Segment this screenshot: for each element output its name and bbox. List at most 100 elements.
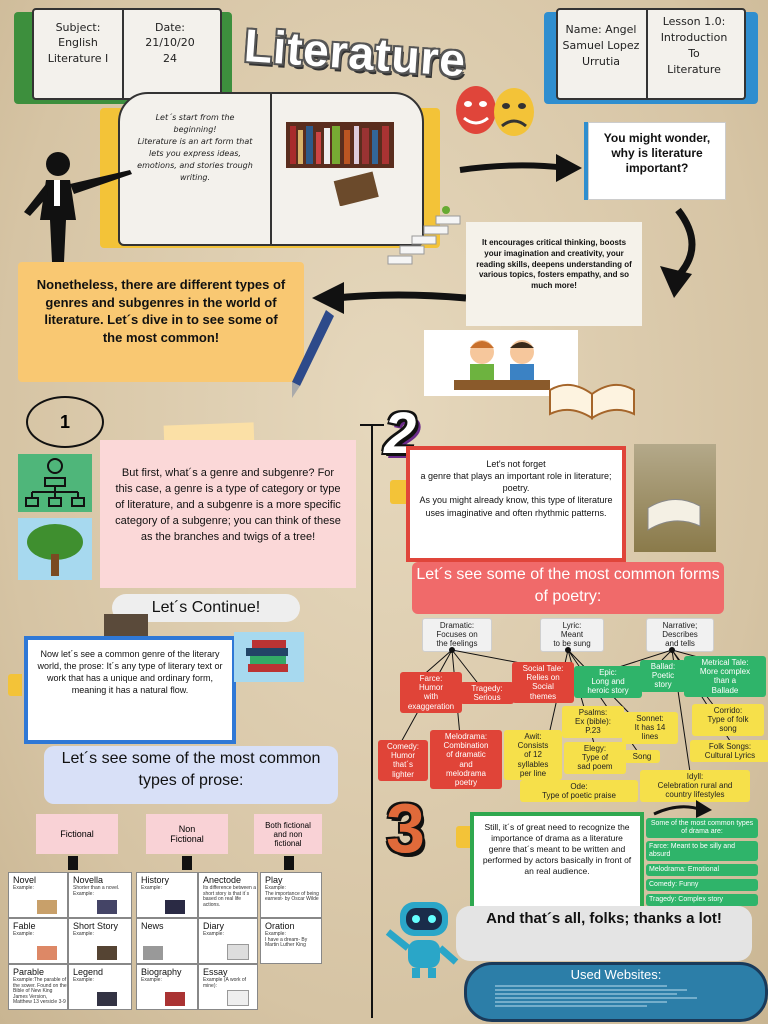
poetry-tag-elegy: Elegy: Type of sad poem	[564, 742, 626, 774]
teacher-silhouette-icon	[24, 152, 132, 262]
prose-tab	[8, 674, 22, 696]
books-stack-icon-box	[234, 632, 304, 682]
poetry-tag-awit: Awit: Consists of 12 syllables per line	[504, 730, 562, 780]
lesson-text: Lesson 1.0: Introduction To Literature	[660, 15, 728, 76]
date-text: Date: 21/10/20 24	[145, 21, 195, 65]
hierarchy-icon-box	[18, 454, 92, 512]
tag-label: Tragedy: Serious	[471, 684, 503, 703]
tag-label: Comedy: Humor that´s lighter	[386, 742, 419, 779]
cell-image	[37, 900, 57, 914]
poetry-root-lyric: Lyric: Meant to be sung	[540, 618, 604, 652]
category-fictional: Fictional	[36, 814, 118, 854]
poetry-tag-tragedy: Tragedy: Serious	[460, 682, 514, 705]
tree-icon	[27, 524, 83, 576]
cell-sub: Example (A work of mine):	[203, 977, 247, 989]
cell-sub: Its difference between a short story is …	[203, 885, 256, 908]
divider-top-cap	[360, 424, 384, 426]
bookshelf-image	[286, 122, 394, 206]
prose-heading: Let´s see some of the most common types …	[44, 746, 338, 804]
answer-box: It encourages critical thinking, boosts …	[466, 222, 642, 326]
tag-label: Sonnet: It has 14 lines	[634, 714, 666, 742]
clip-icon	[68, 856, 78, 870]
poetry-tag-epic: Epic: Long and heroic story	[574, 666, 642, 698]
poetry-tag-psalms: Psalms: Ex (bible): P.23	[562, 706, 624, 738]
tag-label: Epic: Long and heroic story	[587, 668, 629, 696]
poetry-tag-ballad: Ballad: Poetic story	[640, 660, 686, 692]
root-label: Narrative; Describes and tells	[662, 621, 698, 649]
subject-text: Subject: English Literature I	[47, 21, 109, 65]
poetry-box: Let's not forget a genre that plays an i…	[406, 446, 626, 562]
theatre-masks-icon	[456, 86, 534, 136]
field-book-image	[634, 444, 716, 552]
poetry-tag-metrical-tale: Metrical Tale: More complex than a Balla…	[684, 656, 766, 697]
genre-definition-box: But first, what´s a genre and subgenre? …	[100, 440, 356, 588]
tag-label: Farce: Humor with exaggeration	[407, 674, 455, 711]
drama-list-header: Some of the most common types of drama a…	[646, 818, 758, 839]
left-book-page-right	[122, 8, 222, 100]
cell-title: Novel	[13, 875, 37, 885]
cell-title: Legend	[73, 967, 104, 977]
tag-label: Awit: Consists of 12 syllables per line	[517, 732, 549, 778]
closing-message: And that´s all, folks; thanks a lot!	[456, 906, 752, 961]
arrow-right-icon	[459, 154, 582, 182]
tag-label: Folk Songs: Cultural Lyrics	[704, 742, 756, 761]
name-text: Name: Angel Samuel Lopez Urrutia	[562, 23, 640, 68]
websites-list	[495, 985, 697, 1007]
cell-title: Fable	[13, 921, 36, 931]
cell-title: Play	[265, 875, 283, 885]
robot-mascot-icon	[385, 902, 459, 978]
cell-title: Short Story	[73, 921, 119, 931]
drama-tab	[456, 826, 470, 848]
cell-sub: Example:	[141, 977, 162, 983]
tag-label: Psalms: Ex (bible): P.23	[574, 708, 611, 736]
cell-sub: Example:	[203, 931, 224, 937]
cell-image	[37, 946, 57, 960]
cell-title: Parable	[13, 967, 45, 977]
tag-label: Ballad: Poetic story	[650, 662, 676, 690]
drama-list-tragedy: Tragedy: Complex story	[646, 894, 758, 907]
section-divider	[371, 424, 373, 1018]
cell-sub: Example:The parable of the sower. Found …	[13, 977, 67, 1005]
poetry-text: Let's not forget a genre that plays an i…	[419, 459, 613, 518]
cell-image	[227, 990, 249, 1006]
drama-types-list: Some of the most common types of drama a…	[646, 818, 758, 907]
tag-label: Melodrama: Combination of dramatic and m…	[443, 732, 489, 787]
root-label: Dramatic: Focuses on the feelings	[436, 621, 478, 649]
poetry-tag-song: Song	[624, 750, 660, 764]
tag-label: Song	[632, 752, 652, 761]
poetry-tag-farce: Farce: Humor with exaggeration	[400, 672, 462, 713]
poetry-tag-sonnet: Sonnet: It has 14 lines	[622, 712, 678, 744]
hierarchy-icon	[25, 458, 85, 507]
tag-label: Elegy: Type of sad poem	[577, 744, 613, 772]
tag-label: Metrical Tale: More complex than a Balla…	[699, 658, 751, 695]
cell-title: Oration	[265, 921, 295, 931]
poetry-tag-social-tale: Social Tale: Relies on Social themes	[512, 662, 574, 703]
open-book-icon	[549, 383, 635, 420]
poetry-heading: Let´s see some of the most common forms …	[412, 562, 724, 614]
tree-icon-box	[18, 518, 92, 580]
cell-image	[97, 900, 117, 914]
arrow-small-right-icon	[653, 800, 712, 818]
cell-sub: Example:	[73, 931, 94, 937]
section-1-number: 1	[26, 396, 104, 448]
poetry-root-narrative: Narrative; Describes and tells	[646, 618, 714, 652]
main-book-page-right	[270, 92, 424, 246]
right-book-page-left	[556, 8, 648, 100]
poetry-tab	[390, 480, 406, 504]
genres-note: Nonetheless, there are different types o…	[18, 262, 304, 382]
cell-image	[165, 992, 185, 1006]
poetry-tag-ode: Ode: Type of poetic praise	[520, 780, 638, 803]
question-text: You might wonder, why is literature impo…	[603, 131, 711, 175]
arrow-left-icon	[312, 282, 467, 314]
cell-title: Anectode	[203, 875, 242, 885]
cell-image	[165, 900, 185, 914]
root-label: Lyric: Meant to be sung	[553, 621, 591, 649]
tag-label: Idyll: Celebration rural and country lif…	[657, 772, 733, 800]
clip-icon	[182, 856, 192, 870]
